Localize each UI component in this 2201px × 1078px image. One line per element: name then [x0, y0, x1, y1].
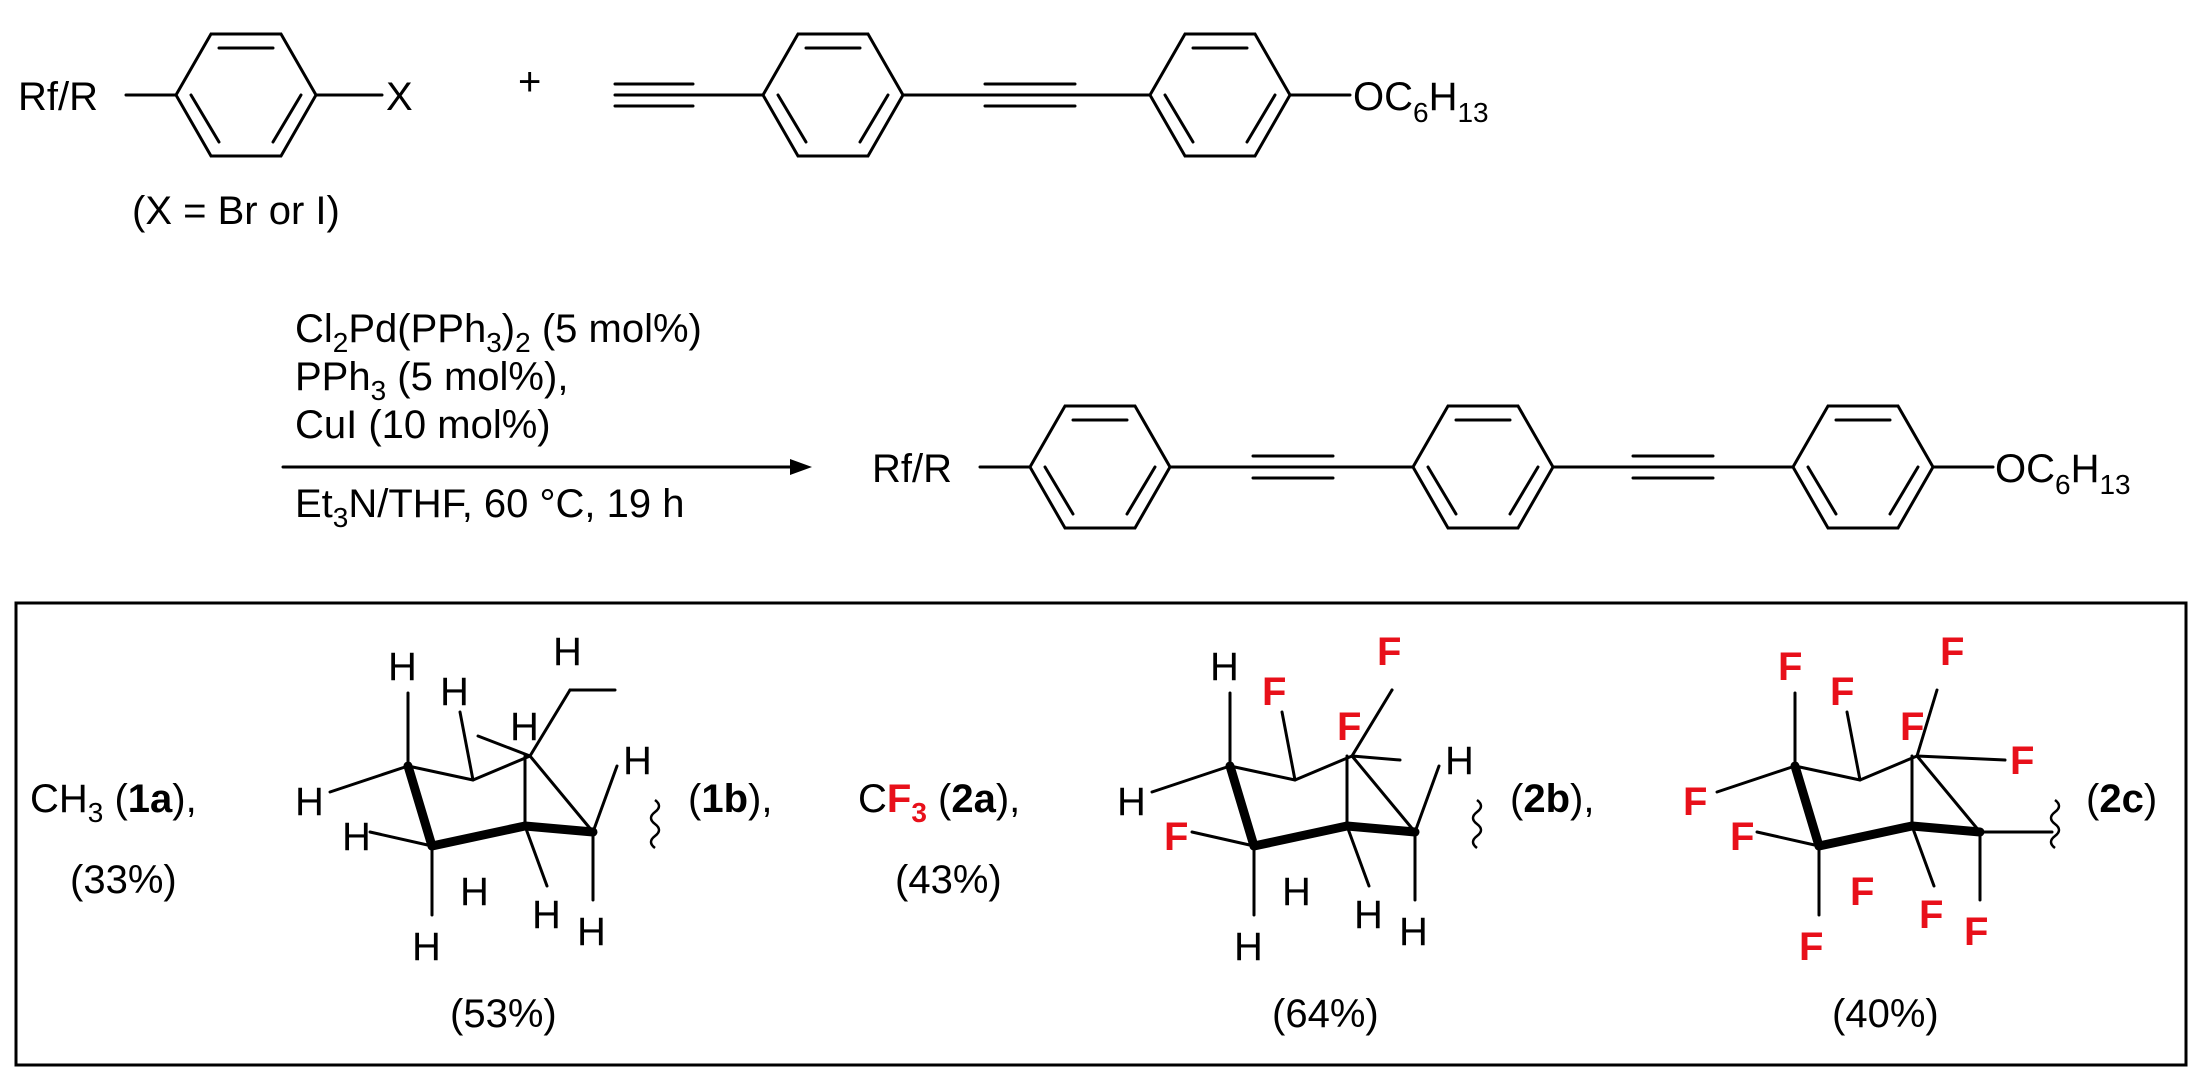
yield-2b: (64%) [1272, 992, 1379, 1036]
wavy-attachment-2c [2049, 799, 2061, 849]
yield-1a: (33%) [70, 858, 177, 902]
product-benzene-ring-1 [1028, 404, 1172, 530]
product-benzene-ring-3 [1791, 404, 1935, 530]
plus-sign: + [518, 60, 541, 104]
yield-2c: (40%) [1832, 992, 1939, 1036]
internal-alkyne-bond [983, 82, 1077, 108]
svg-text:H: H [553, 630, 582, 674]
reaction-conditions: Cl2Pd(PPh3)2 (5 mol%) PPh3 (5 mol%), CuI… [281, 307, 812, 533]
svg-text:H: H [532, 893, 561, 937]
svg-text:H: H [1445, 739, 1474, 783]
svg-text:F: F [1164, 815, 1188, 859]
label-2c: (2c) [2086, 777, 2157, 821]
svg-text:H: H [342, 815, 371, 859]
svg-text:F: F [1799, 925, 1823, 969]
reactant-benzene-ring-3 [1148, 32, 1292, 158]
methyl-label: CH3 (1a), [30, 777, 197, 828]
product-alkyne-bond-1 [1251, 454, 1335, 480]
svg-text:H: H [295, 780, 324, 824]
svg-text:H: H [577, 910, 606, 954]
ligand-label: PPh3 (5 mol%), [295, 355, 568, 406]
svg-text:F: F [1730, 815, 1754, 859]
product-alkyne-bond-2 [1631, 454, 1715, 480]
svg-text:F: F [1940, 630, 1964, 674]
svg-text:H: H [440, 670, 469, 714]
svg-text:F: F [2010, 739, 2034, 783]
product-benzene-ring-2 [1411, 404, 1555, 530]
svg-text:F: F [1337, 705, 1361, 749]
wavy-attachment-2b [1471, 799, 1483, 849]
x-definition-label: (X = Br or I) [132, 189, 340, 233]
cyclohexane-ring-2b [1225, 754, 1420, 851]
arrow-head [790, 459, 812, 475]
label-1b: (1b), [688, 777, 772, 821]
terminal-alkyne-bond [613, 82, 695, 108]
svg-text:H: H [623, 739, 652, 783]
reactant-alkyne: OC6H13 [613, 32, 1489, 158]
svg-text:F: F [1830, 670, 1854, 714]
substituent-2a: CF3 (2a), (43%) [858, 777, 1020, 902]
substituent-1a: CH3 (1a), (33%) [30, 777, 197, 902]
svg-text:F: F [1778, 645, 1802, 689]
hexyloxy-label: OC6H13 [1353, 75, 1489, 128]
trifluoromethyl-label: CF3 (2a), [858, 777, 1020, 828]
label-2b: (2b), [1510, 777, 1594, 821]
svg-text:F: F [1850, 870, 1874, 914]
substituent-box [14, 601, 2188, 1067]
svg-text:F: F [1377, 630, 1401, 674]
reactant-aryl-halide: Rf/R X (X = Br or I) [18, 32, 413, 233]
fluorocyclohexane-labels: H F F F H H F H H H H [1117, 630, 1474, 969]
substituent-2c-perfluorocyclohexyl: F F F F F F F F F F F (2c) (40%) [1683, 630, 2157, 1036]
product-hexyloxy-label: OC6H13 [1995, 447, 2131, 500]
svg-text:H: H [1210, 645, 1239, 689]
substituent-1b-cyclohexyl: H H H H H H H H H H H (1b), (53%) [295, 630, 772, 1036]
solvent-label: Et3N/THF, 60 °C, 19 h [295, 482, 685, 533]
cyclohexane-ring [403, 754, 598, 851]
svg-text:F: F [1964, 910, 1988, 954]
svg-text:F: F [1919, 893, 1943, 937]
cyclohexane-bonds-2b [1150, 688, 1441, 917]
substituent-2b-fluorocyclohexyl: H F F F H H F H H H H (2b), (64%) [1117, 630, 1594, 1036]
svg-text:F: F [1262, 670, 1286, 714]
svg-text:F: F [1900, 705, 1924, 749]
wavy-attachment-1b [649, 799, 661, 849]
svg-text:H: H [1399, 910, 1428, 954]
svg-text:H: H [510, 705, 539, 749]
yield-1b: (53%) [450, 992, 557, 1036]
leaving-group-x: X [386, 75, 413, 119]
yield-2a: (43%) [895, 858, 1002, 902]
perfluorocyclohexane-labels: F F F F F F F F F F F [1683, 630, 2034, 969]
reactant-benzene-ring [174, 32, 318, 158]
svg-text:H: H [1282, 870, 1311, 914]
svg-text:H: H [460, 870, 489, 914]
svg-text:H: H [1234, 925, 1263, 969]
reactant-rf-r-label: Rf/R [18, 75, 98, 119]
cyclohexane-h-bonds [328, 688, 619, 917]
reactant-benzene-ring-2 [761, 32, 905, 158]
cyclohexane-ring-2c [1790, 754, 1985, 851]
svg-text:F: F [1683, 780, 1707, 824]
catalyst-label: Cl2Pd(PPh3)2 (5 mol%) [295, 307, 702, 358]
cyclohexane-h-labels: H H H H H H H H H H H [295, 630, 652, 969]
svg-text:H: H [1354, 893, 1383, 937]
product: Rf/R [872, 404, 2131, 530]
svg-text:H: H [388, 645, 417, 689]
cocatalyst-label: CuI (10 mol%) [295, 403, 551, 447]
product-rf-r-label: Rf/R [872, 447, 952, 491]
cyclohexane-bonds-2c [1715, 688, 2054, 917]
svg-text:H: H [1117, 780, 1146, 824]
svg-text:H: H [412, 925, 441, 969]
